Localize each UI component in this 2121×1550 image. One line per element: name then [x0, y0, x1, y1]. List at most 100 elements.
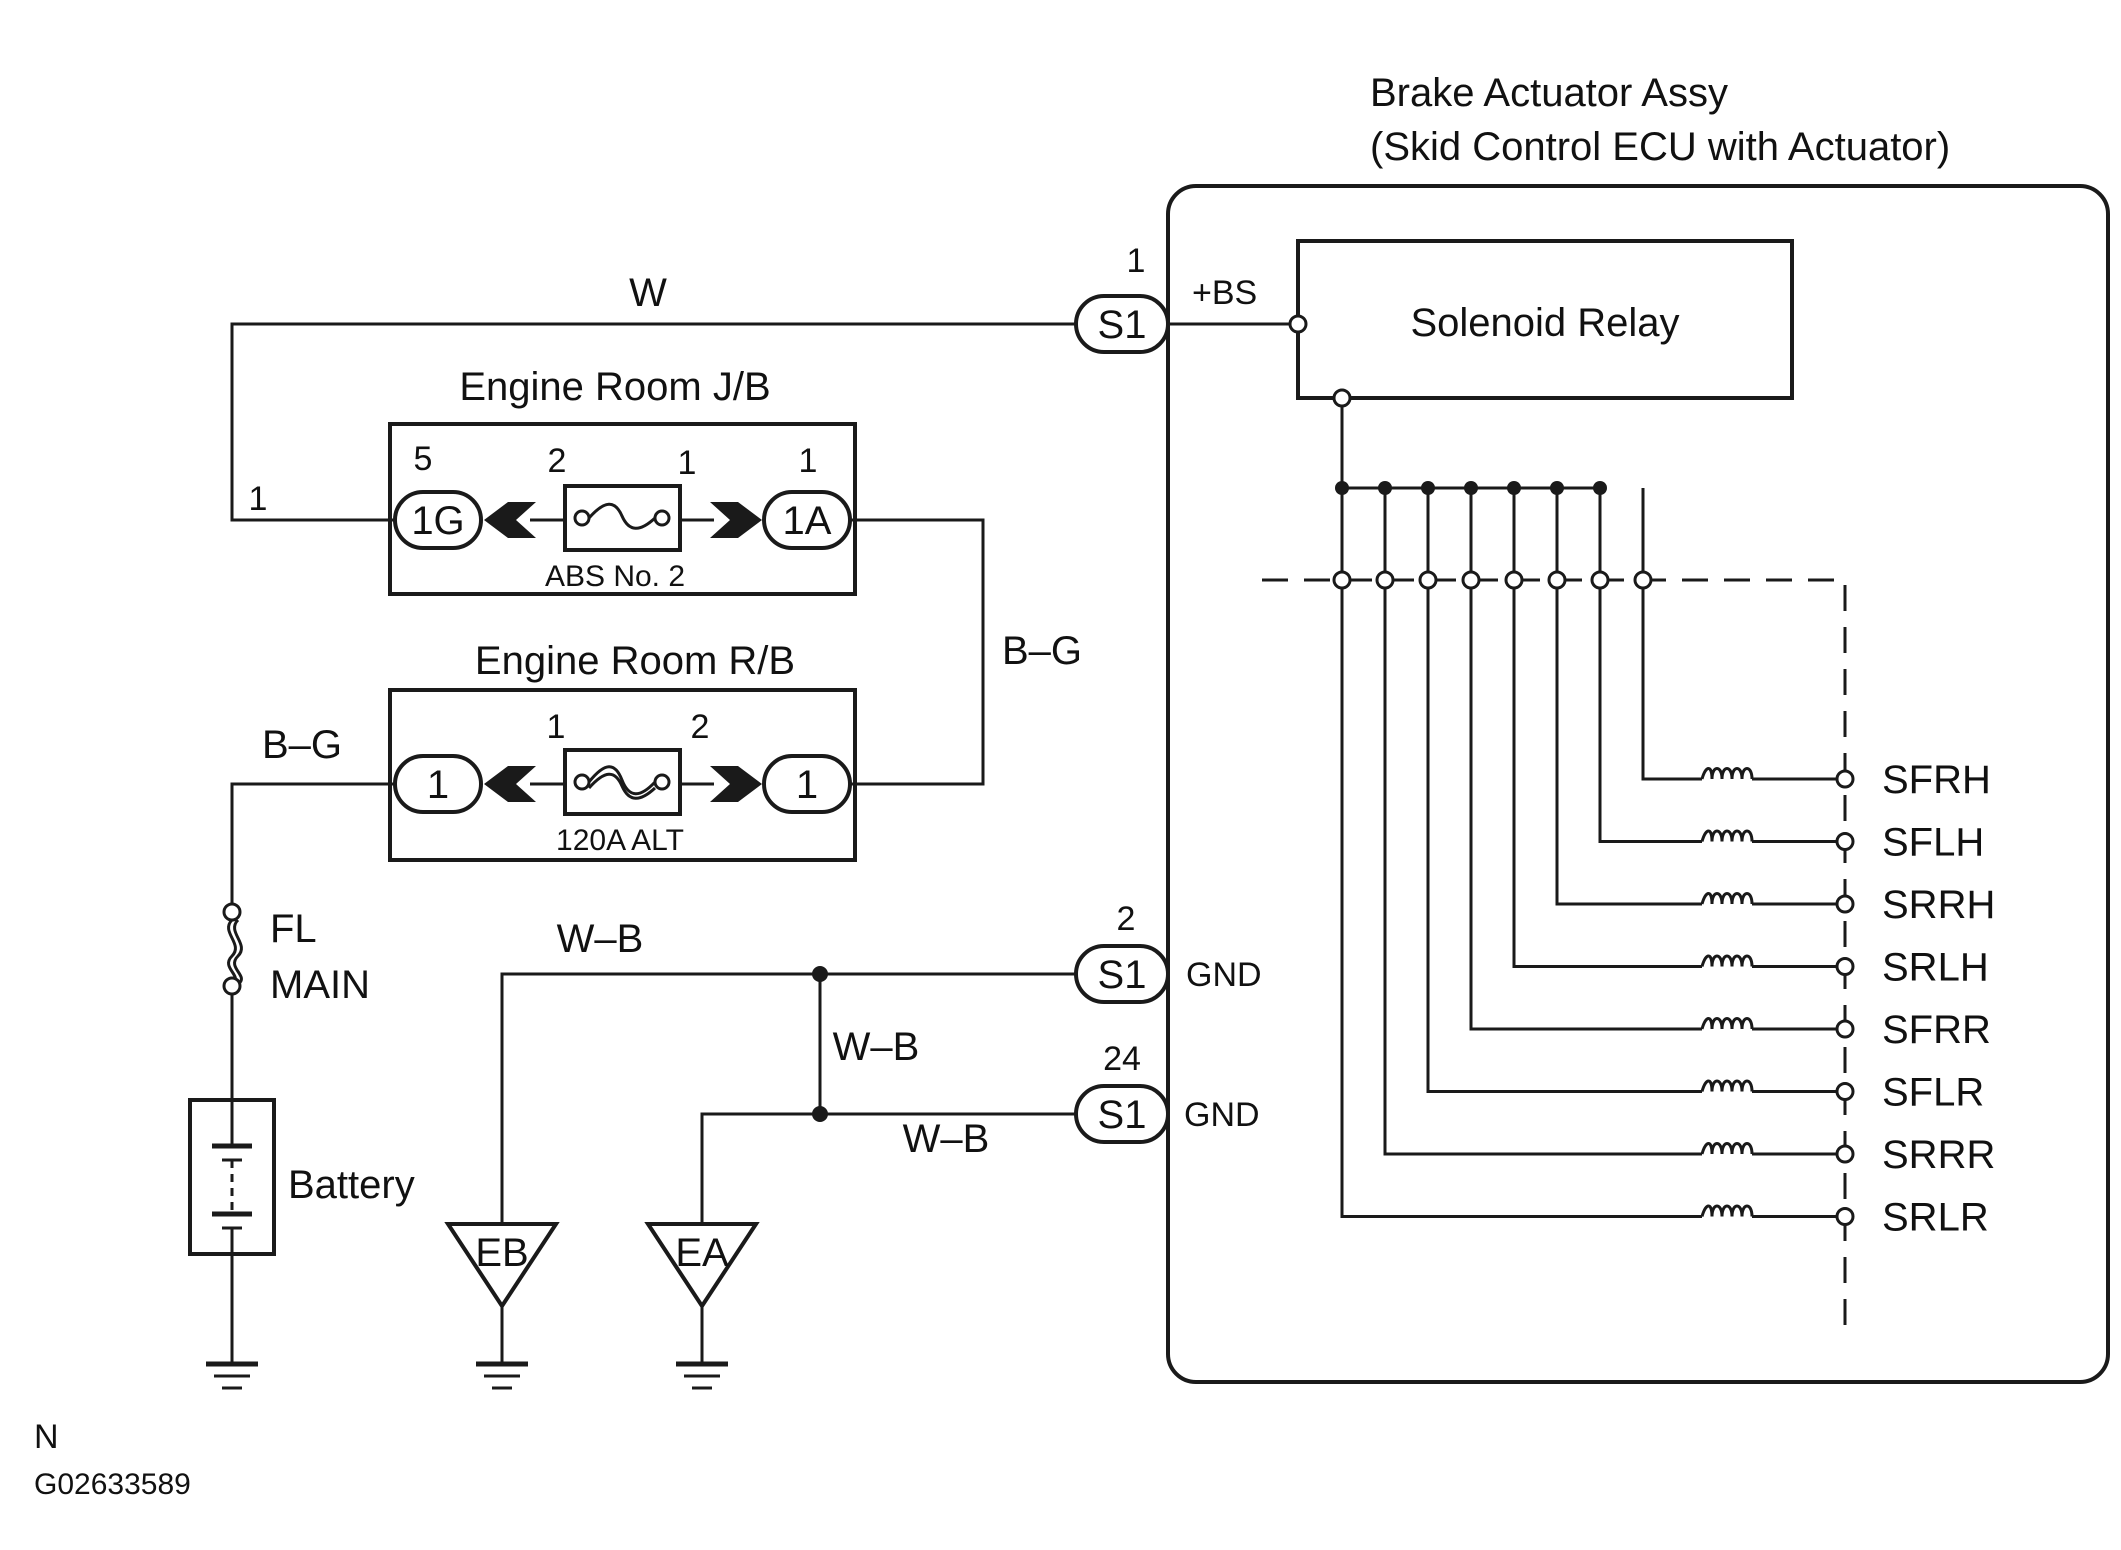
- jb-connector-1g-label: 1G: [411, 499, 464, 543]
- terminal-gnd-1-label: GND: [1186, 956, 1262, 994]
- rb-right-arrow-icon: [710, 766, 762, 802]
- ground-ea-triangle: [644, 1222, 760, 1310]
- wire-wb-gnd24: [700, 1112, 1078, 1224]
- solenoid-terminal-7: [1835, 1207, 1855, 1226]
- connector-s1-pin2-number: 2: [1117, 900, 1136, 938]
- solenoid-feed-6: [1383, 588, 1702, 1156]
- wire-bg-left: [230, 782, 395, 904]
- connector-s1-pin24-number: 24: [1103, 1040, 1141, 1078]
- jb-connector-1a-label: 1A: [783, 499, 832, 543]
- rb-fuse-pin-left: 1: [547, 708, 566, 746]
- solenoid-terminal-1: [1835, 832, 1855, 851]
- coil-icon-0: [1700, 767, 1754, 780]
- relay-output-terminal: [1332, 388, 1352, 408]
- connector-tap-7: [1332, 570, 1352, 590]
- ground-ea-label: EA: [675, 1231, 729, 1275]
- jb-pin-right: 1: [799, 442, 818, 480]
- rb-left-arrow-icon: [484, 766, 536, 802]
- wire-bg-right-label: B–G: [1002, 629, 1082, 673]
- jb-pin-left: 5: [414, 440, 433, 478]
- solenoid-label-srrh: SRRH: [1882, 883, 1995, 927]
- terminal-bs-label: +BS: [1192, 274, 1257, 312]
- rb-connector-left-label: 1: [427, 763, 449, 807]
- fuse-alt-element-icon-2: [587, 772, 657, 800]
- rb-title: Engine Room R/B: [475, 639, 795, 683]
- rb-connector-right-label: 1: [796, 763, 818, 807]
- rb-fuse-pin-right: 2: [691, 708, 710, 746]
- solenoid-feed-0: [1641, 588, 1702, 781]
- rb-connector-right: [762, 754, 852, 814]
- jb-fuse-pin-left: 2: [548, 442, 567, 480]
- fl-main-bottom-terminal: [222, 976, 242, 996]
- solenoid-terminal-6: [1835, 1144, 1855, 1164]
- coil-icon-2: [1700, 892, 1754, 905]
- fuse-abs-right-terminal: [653, 509, 671, 527]
- fl-main-link-icon-2: [233, 918, 243, 986]
- jb-right-arrow-icon: [710, 502, 762, 538]
- connector-tap-1: [1590, 570, 1610, 590]
- ground-eb-label: EB: [475, 1231, 528, 1275]
- fuse-alt-left-terminal: [573, 773, 591, 791]
- connector-s1-pin1-number: 1: [1127, 242, 1146, 280]
- fl-main-line2: MAIN: [270, 963, 370, 1007]
- footer-code-2: G02633589: [34, 1468, 191, 1501]
- coil-icon-3: [1700, 954, 1754, 967]
- fl-main-top-terminal: [222, 902, 242, 922]
- wire-wb-mid-label: W–B: [833, 1025, 920, 1069]
- solenoid-terminal-2: [1835, 894, 1855, 914]
- fuse-alt-element-icon: [587, 765, 657, 796]
- jb-left-arrow-icon: [484, 502, 536, 538]
- solenoid-feed-4: [1469, 588, 1702, 1031]
- splice-bottom: [812, 1106, 828, 1122]
- solenoid-label-sflr: SFLR: [1882, 1071, 1984, 1115]
- solenoid-label-srlh: SRLH: [1882, 946, 1989, 990]
- rb-box: [388, 688, 857, 862]
- jb-box: [388, 422, 857, 596]
- solenoid-feed-2: [1555, 588, 1702, 906]
- solenoid-label-sfrh: SFRH: [1882, 758, 1991, 802]
- footer-code-1: N: [34, 1418, 59, 1456]
- wire-wb-top-label: W–B: [557, 917, 644, 961]
- solenoid-label-sflh: SFLH: [1882, 821, 1984, 865]
- solenoid-label-srlr: SRLR: [1882, 1196, 1989, 1240]
- ecu-outline: [1166, 184, 2110, 1384]
- solenoid-terminal-0: [1835, 769, 1855, 789]
- connector-s1-pin2-name: S1: [1098, 953, 1147, 997]
- solenoid-label-sfrr: SFRR: [1882, 1008, 1991, 1052]
- connector-tap-0: [1633, 570, 1653, 590]
- solenoid-terminal-4: [1835, 1019, 1855, 1039]
- solenoid-network: SFRH SFLH SRRH SRLH SFRR SFLR SRRR SRLR: [1262, 388, 1995, 1330]
- bs-terminal-dot: [1288, 314, 1308, 334]
- solenoid-relay-label: Solenoid Relay: [1410, 301, 1679, 345]
- connector-s1-pin2: [1074, 944, 1170, 1004]
- connector-s1-pin24: [1074, 1084, 1170, 1144]
- fuse-120a-alt-label: 120A ALT: [556, 824, 684, 857]
- fuse-abs-left-terminal: [573, 509, 591, 527]
- wire-wb-bottom-label: W–B: [903, 1117, 990, 1161]
- title-line-1: Brake Actuator Assy: [1370, 71, 1728, 115]
- connector-tap-5: [1418, 570, 1438, 590]
- title-line-2: (Skid Control ECU with Actuator): [1370, 125, 1950, 169]
- wire-w: [230, 322, 1078, 522]
- coil-icon-7: [1700, 1204, 1754, 1217]
- connector-tap-4: [1461, 570, 1481, 590]
- solenoid-label-srrr: SRRR: [1882, 1133, 1995, 1177]
- coil-icon-1: [1700, 829, 1754, 842]
- connector-tap-6: [1375, 570, 1395, 590]
- fuse-alt-right-terminal: [653, 773, 671, 791]
- fuse-abs-no2-label: ABS No. 2: [545, 560, 685, 593]
- wire-wb-gnd2: [500, 972, 1078, 1224]
- fl-main-line1: FL: [270, 907, 317, 951]
- jb-connector-1g: [393, 490, 483, 550]
- solenoid-terminal-3: [1835, 957, 1855, 976]
- wire-bg-right: [850, 518, 985, 786]
- connector-s1-pin1: [1074, 294, 1170, 354]
- wire-w-label: W: [629, 271, 667, 315]
- coil-icon-5: [1700, 1079, 1754, 1092]
- coil-icon-4: [1700, 1017, 1754, 1030]
- solenoid-feed-3: [1512, 588, 1702, 968]
- fuse-abs-no2-box: [563, 484, 682, 552]
- solenoid-feed-1: [1598, 588, 1702, 843]
- solenoid-feed-5: [1426, 588, 1702, 1093]
